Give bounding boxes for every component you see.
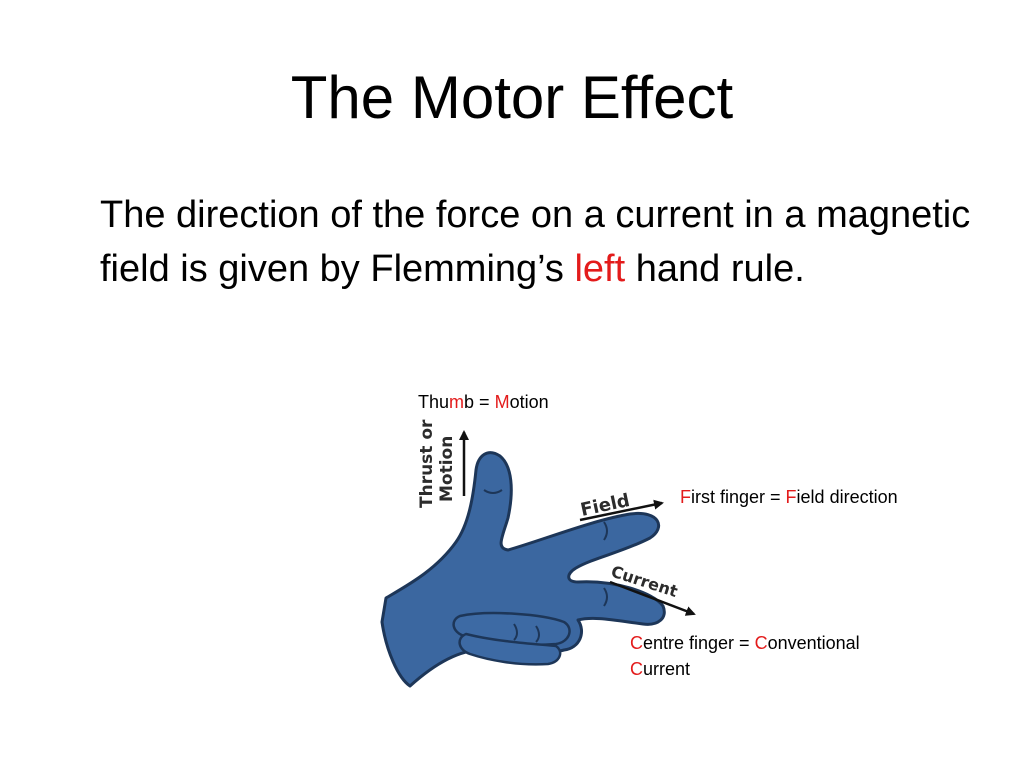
first-finger-label-part: irst finger = [691,487,786,507]
slide-title: The Motor Effect [290,64,734,131]
centre-finger-label: Centre finger = Conventional Current [630,630,860,682]
centre-finger-label-line1: Centre finger = Conventional [630,630,860,656]
thumb-label-part: b = [464,392,495,412]
curled-finger-2 [458,632,562,666]
current-arrow [609,580,696,616]
centre-finger-label-part: onventional [767,633,860,653]
thumb-label-part: Thu [418,392,450,412]
slide-body-text: The direction of the force on a current … [100,188,980,296]
thumb-label: Thumb = Motion [418,389,549,415]
knuckle-crease [483,489,503,494]
centre-finger-label-highlight: C [630,633,643,653]
thrust-label-line1: Thrust or [417,419,437,508]
thumb-label-highlight: m [449,392,465,412]
first-finger-label: First finger = Field direction [680,484,898,510]
body-text-start: The direction of the force on a current … [100,194,971,290]
body-text-end: hand rule. [625,248,805,290]
thrust-label-line2: Motion [437,436,457,502]
field-arrow [579,499,664,522]
knuckle-crease [603,587,608,607]
centre-finger-label-part: entre finger = [643,633,755,653]
first-finger-label-highlight: F [785,487,797,507]
hand-illustration [380,451,666,688]
centre-finger-label-highlight: C [630,659,643,679]
first-finger-label-highlight: F [680,487,691,507]
left-hand-rule-diagram: Thrust or Motion Field Current [380,419,696,688]
centre-finger-label-part: urrent [643,659,691,679]
centre-finger-label-highlight: C [754,633,768,653]
centre-finger-label-line2: Current [630,656,860,682]
thumb-label-part: otion [509,392,549,412]
knuckle-crease [603,521,608,541]
thumb-label-highlight: M [494,392,510,412]
body-text-highlight: left [574,248,626,290]
first-finger-label-part: ield direction [796,487,898,507]
knuckle-crease [535,625,540,643]
knuckle-crease [513,623,518,641]
